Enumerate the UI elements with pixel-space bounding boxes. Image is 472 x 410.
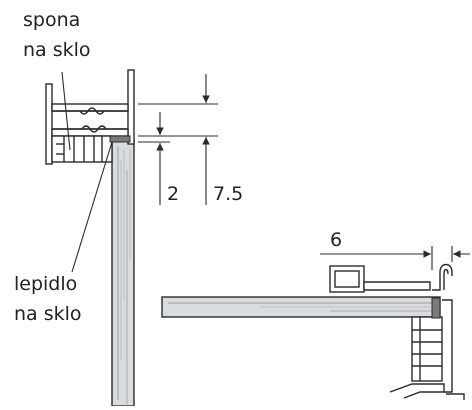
dim-overlap-label: 6 [330,229,343,251]
right-section [161,246,470,400]
glass-clip-profile [45,69,135,165]
dim-height-label: 7.5 [213,183,244,205]
edge-profile [329,263,465,400]
adhesive-leader-line [71,141,113,273]
adhesive-bead-left [109,135,131,143]
clip-label-line1: spona [23,9,81,31]
horizontal-glass-pane [161,296,441,318]
adhesive-label-line2: na sklo [14,303,82,325]
dim-gap-label: 2 [167,183,180,205]
adhesive-label-line1: lepidlo [14,273,78,295]
left-section [45,69,218,407]
clip-label-line2: na sklo [23,39,91,61]
vertical-glass-pane [111,139,135,407]
clip-leader-line [61,71,71,151]
adhesive-bead-right [431,297,441,319]
